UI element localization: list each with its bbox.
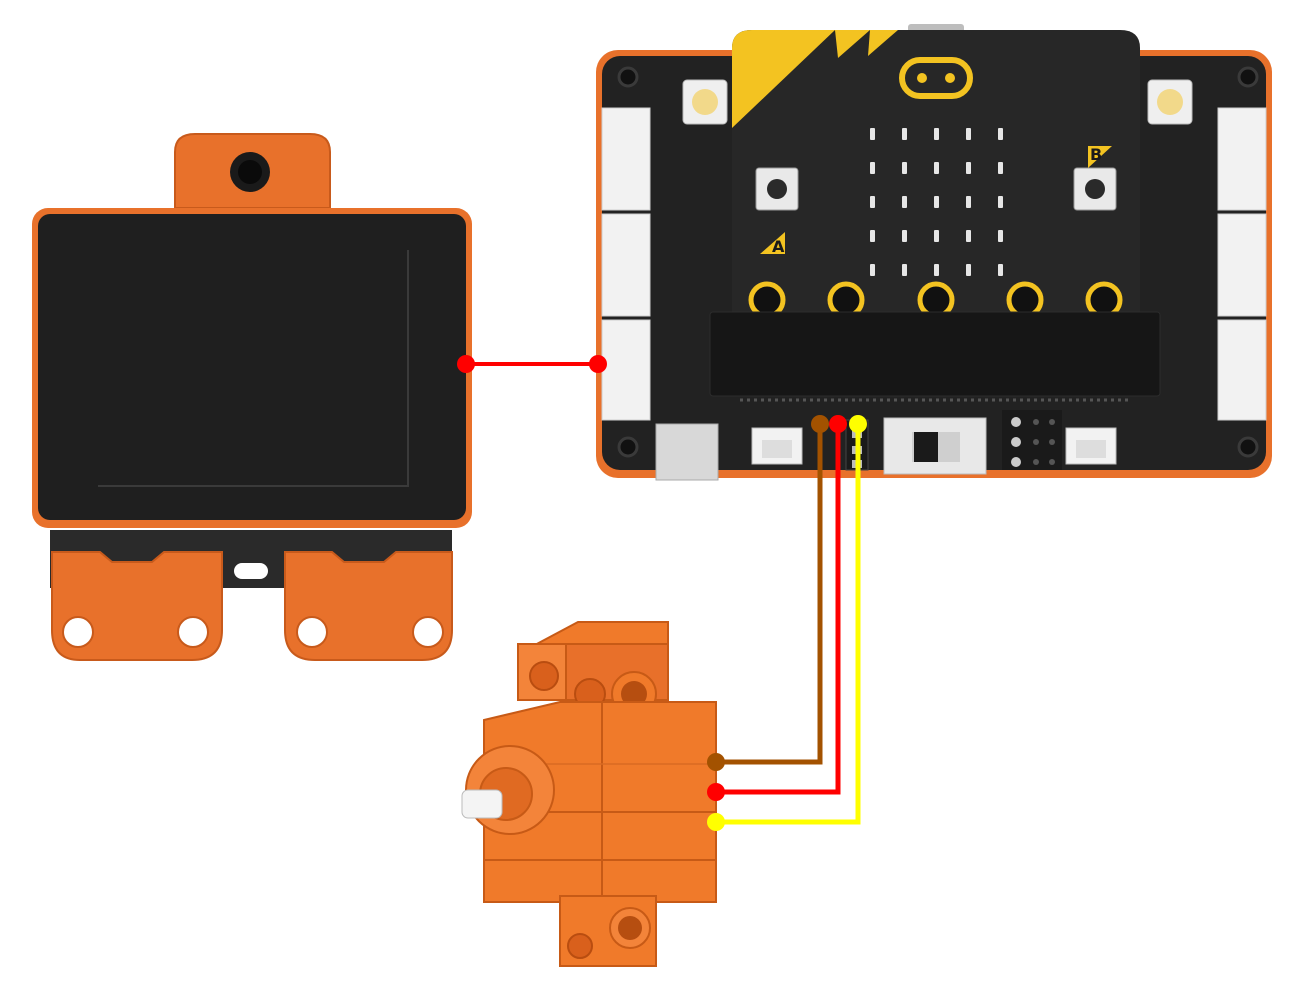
mount-hole-icon: [1237, 436, 1259, 458]
button-a-label: A: [772, 237, 785, 256]
board-right-connector-2: [1217, 213, 1267, 317]
led: [870, 230, 875, 242]
board-right-connector-1: [1217, 107, 1267, 211]
led: [934, 128, 939, 140]
wire-servo-yellow: [716, 424, 861, 825]
mount-hole-icon: [617, 436, 639, 458]
button-b-marker-icon: [1088, 146, 1112, 168]
servo-shaft: [461, 789, 503, 819]
led: [870, 196, 875, 208]
wire-end-dot: [589, 355, 607, 373]
button-a-marker-icon: [760, 232, 785, 254]
mount-hole-icon: [617, 66, 639, 88]
led: [902, 264, 907, 276]
led: [998, 230, 1003, 242]
led: [902, 230, 907, 242]
microbit-logo-icon: [899, 57, 973, 99]
button-b-label: B: [1090, 145, 1102, 164]
led: [966, 128, 971, 140]
led: [966, 230, 971, 242]
led: [934, 162, 939, 174]
led: [934, 230, 939, 242]
led: [966, 196, 971, 208]
board-left-connector-2: [601, 213, 651, 317]
led: [902, 128, 907, 140]
led: [998, 128, 1003, 140]
led: [966, 264, 971, 276]
expansion-board: A B: [596, 24, 1272, 481]
servo-body: [483, 701, 717, 903]
pad-gnd-icon: [1085, 281, 1123, 319]
led: [966, 162, 971, 174]
led: [870, 264, 875, 276]
switch-toggle[interactable]: [914, 432, 938, 462]
board-left-connector-3: [601, 319, 651, 421]
board-left-connector-1: [601, 107, 651, 211]
display-module: [32, 133, 472, 661]
pad-3v-icon: [1006, 281, 1044, 319]
mount-hole-icon: [1237, 66, 1259, 88]
led: [870, 128, 875, 140]
servo-motor: [461, 621, 717, 967]
wire-end-dot: [457, 355, 475, 373]
led: [998, 162, 1003, 174]
microbit-yellow-corner: [732, 30, 835, 128]
led-matrix: [870, 128, 1003, 276]
pad-0-icon: [748, 281, 786, 319]
microbit: A B: [732, 30, 1140, 319]
led: [934, 264, 939, 276]
led: [902, 162, 907, 174]
led: [870, 162, 875, 174]
led: [902, 196, 907, 208]
wire-servo-red: [716, 424, 841, 795]
display-screen: [38, 214, 466, 520]
wires: [457, 355, 867, 831]
board-right-connector-3: [1217, 319, 1267, 421]
pad-2-icon: [917, 281, 955, 319]
pad-1-icon: [827, 281, 865, 319]
power-jack: [655, 423, 719, 481]
led: [934, 196, 939, 208]
wire-servo-brown: [716, 424, 823, 765]
led: [998, 196, 1003, 208]
led: [998, 264, 1003, 276]
edge-connector-slot: [709, 311, 1161, 397]
